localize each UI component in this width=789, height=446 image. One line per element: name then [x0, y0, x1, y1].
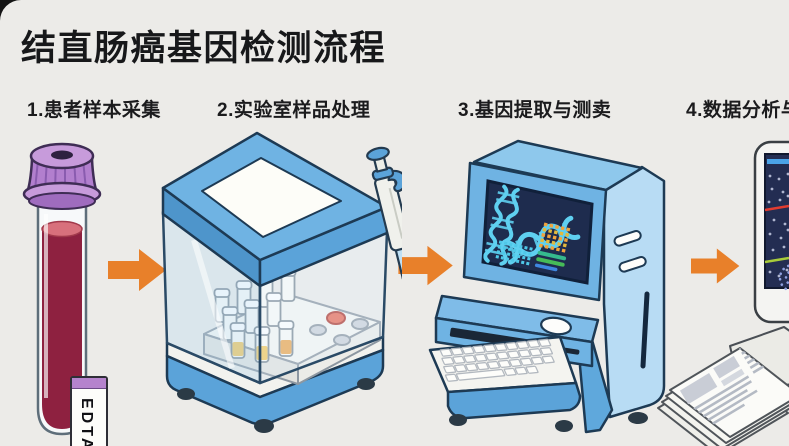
side-panel-slots	[613, 230, 650, 369]
step-2-label: 2.实验室样品处理	[217, 100, 371, 121]
sequencer-icon	[428, 139, 666, 434]
rounded-corner-mask	[0, 0, 21, 21]
scatter-dots	[767, 172, 789, 278]
lab-chamber-illustration	[160, 128, 420, 446]
monitor-icon	[753, 140, 789, 324]
step-1-label: 1.患者样本采集	[27, 100, 161, 121]
dot-matrix-cyan	[495, 240, 535, 266]
keyboard-icon	[428, 335, 582, 420]
tube-label-text: EDTA探凝	[78, 398, 95, 446]
chamber-feet	[177, 378, 375, 433]
analysis-monitor-illustration	[652, 132, 789, 446]
sequencer-illustration	[414, 134, 706, 446]
red-threshold-line	[764, 204, 789, 212]
machine-feet	[449, 412, 648, 432]
dot-cluster	[778, 264, 789, 292]
blood-tube-illustration: EDTA探凝	[20, 136, 132, 446]
tube-label: EDTA探凝	[70, 376, 108, 446]
status-bars	[534, 250, 567, 272]
step-3-label: 3.基因提取与测卖	[458, 100, 612, 121]
lab-chamber-icon	[161, 131, 420, 433]
tube-label-band	[72, 378, 106, 389]
step-4-label: 4.数据分析与	[686, 100, 789, 121]
dot-matrix-orange	[538, 222, 572, 253]
power-button	[540, 316, 572, 336]
dna-screen	[483, 184, 581, 272]
tube-cap-purple	[22, 142, 102, 210]
green-threshold-line	[764, 256, 789, 264]
page-title: 结直肠癌基因检测流程	[21, 29, 387, 68]
monitor-and-reports-icon	[657, 140, 789, 446]
